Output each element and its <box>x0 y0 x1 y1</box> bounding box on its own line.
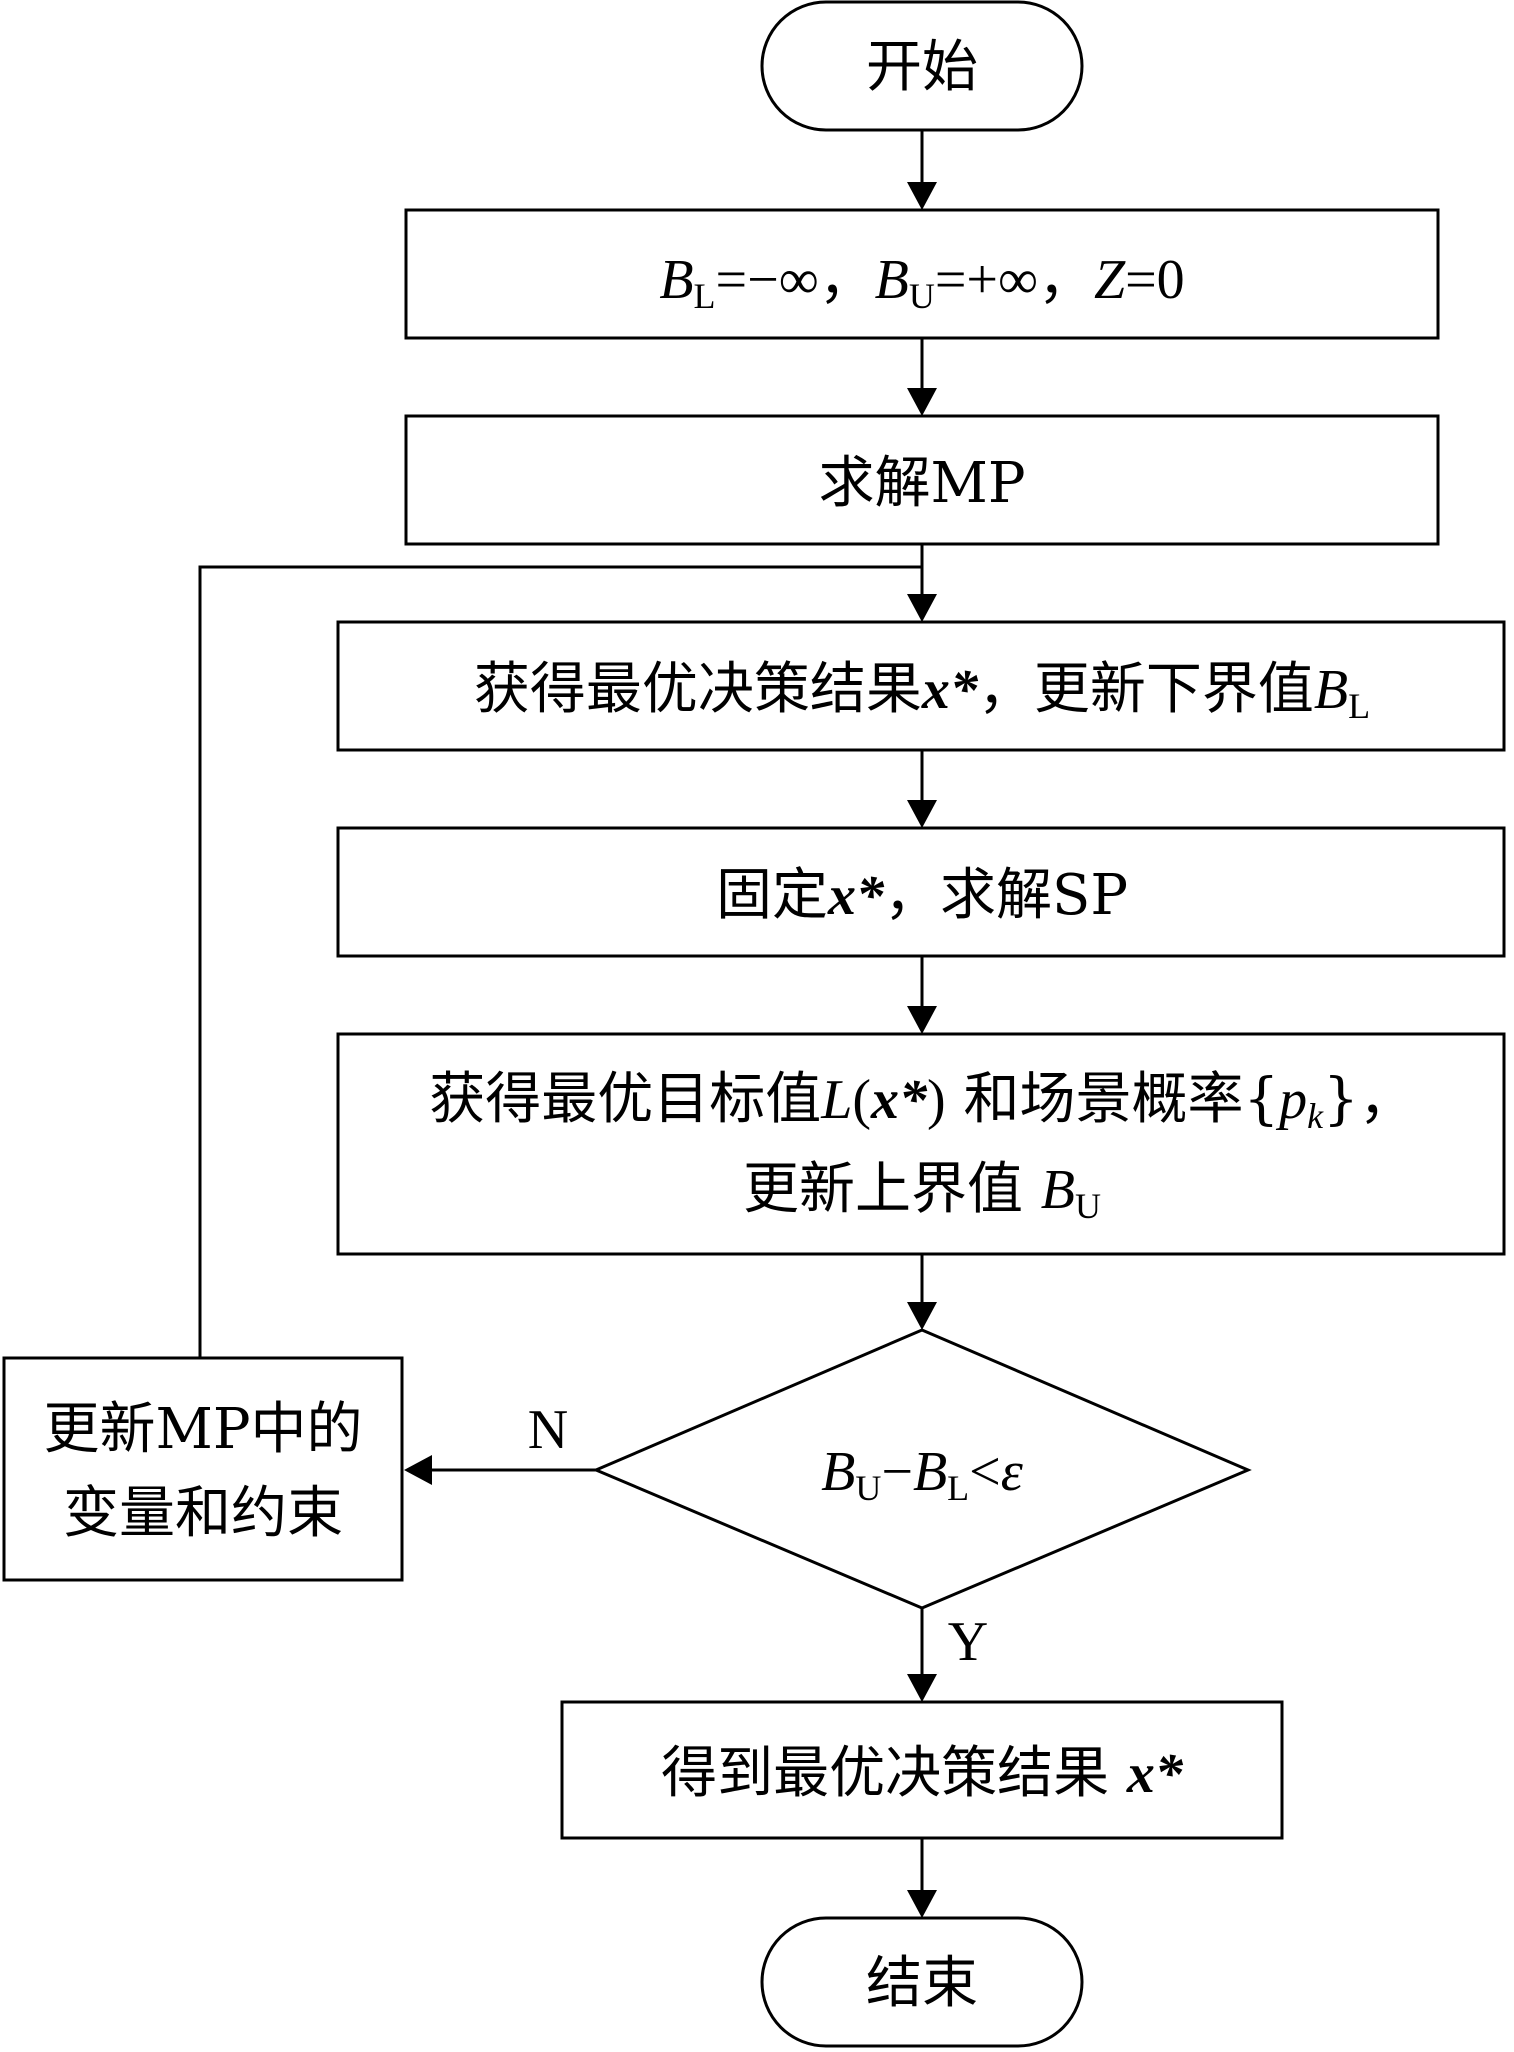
arrowhead-icon <box>907 388 937 416</box>
arrowhead-icon <box>907 182 937 210</box>
obtain-objective-line1: 获得最优目标值L(x*) 和场景概率{pk}， <box>429 1067 1415 1136</box>
obtain-decision-label: 获得最优决策结果x*，更新下界值BL <box>474 657 1370 726</box>
update-mp-line2: 变量和约束 <box>63 1481 343 1546</box>
arrowhead-icon <box>907 1006 937 1034</box>
arrowhead-icon <box>907 594 937 622</box>
arrowhead-icon <box>907 1890 937 1918</box>
arrowhead-icon <box>907 1674 937 1702</box>
arrowhead-icon <box>907 800 937 828</box>
start-terminal: 开始 <box>760 0 1084 132</box>
init-formula: BL=−∞，BU=+∞，Z=0 <box>659 249 1184 316</box>
result-step: 得到最优决策结果 x* <box>560 1700 1284 1840</box>
branch-no-label: N <box>528 1399 568 1461</box>
update-mp-line1: 更新MP中的 <box>43 1397 362 1462</box>
convergence-decision: BU−BL<ε <box>592 1328 1252 1610</box>
feedback-loop-line <box>198 565 922 1358</box>
start-label: 开始 <box>866 35 978 100</box>
obtain-decision-step: 获得最优决策结果x*，更新下界值BL <box>336 620 1506 752</box>
fix-x-step: 固定x*，求解SP <box>336 826 1506 958</box>
init-step: BL=−∞，BU=+∞，Z=0 <box>404 208 1440 340</box>
arrowhead-icon <box>907 1302 937 1330</box>
end-label: 结束 <box>866 1951 978 2016</box>
fix-x-label: 固定x*，求解SP <box>716 863 1128 928</box>
end-terminal: 结束 <box>760 1916 1084 2048</box>
obtain-objective-step: 获得最优目标值L(x*) 和场景概率{pk}， 更新上界值 BU <box>336 1032 1506 1256</box>
arrowhead-icon <box>404 1455 432 1485</box>
result-label: 得到最优决策结果 x* <box>661 1741 1184 1806</box>
solve-mp-step: 求解MP <box>404 414 1440 546</box>
update-mp-step: 更新MP中的 变量和约束 <box>2 1356 404 1582</box>
connectors <box>198 130 937 1918</box>
convergence-condition: BU−BL<ε <box>821 1441 1024 1508</box>
solve-mp-label: 求解MP <box>818 451 1025 516</box>
obtain-objective-line2: 更新上界值 BU <box>743 1157 1101 1226</box>
branch-yes-label: Y <box>948 1611 988 1673</box>
